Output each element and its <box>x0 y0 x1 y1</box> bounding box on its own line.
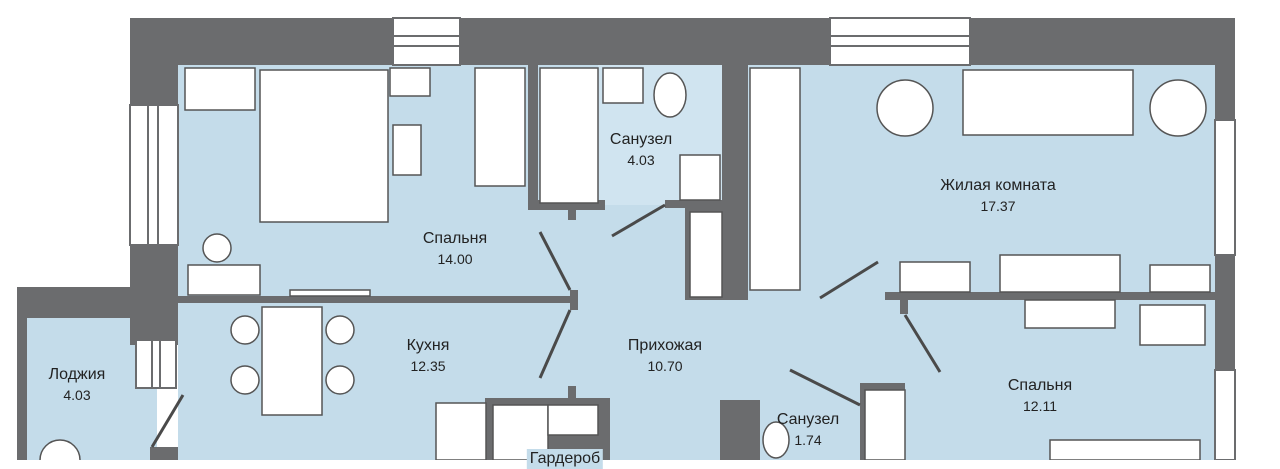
room-name: Санузел <box>776 411 840 428</box>
room-name: Прихожая <box>627 337 703 354</box>
bed <box>259 69 389 223</box>
room-name: Лоджия <box>48 366 106 383</box>
room-label-bedroom-2: Спальня 12.11 <box>1008 376 1072 416</box>
windows <box>129 17 1236 460</box>
room-area: 10.70 <box>647 358 683 374</box>
room-area: 4.03 <box>627 152 655 168</box>
wardrobe <box>474 67 526 187</box>
furniture <box>39 67 1211 460</box>
room-label-bedroom: Спальня 14.00 <box>423 229 487 269</box>
room-name: Кухня <box>406 337 450 354</box>
room-area: 1.74 <box>794 432 822 448</box>
room-name: Гардероб <box>529 450 601 467</box>
tv-stand <box>999 254 1121 293</box>
desk <box>184 67 256 111</box>
room-name: Санузел <box>609 131 673 148</box>
room-label-bathroom: Санузел 4.03 <box>610 130 672 170</box>
room-label-living-room: Жилая комната 17.37 <box>940 176 1056 216</box>
room-name: Спальня <box>1007 377 1073 394</box>
room-area: 4.03 <box>63 387 91 403</box>
room-label-hallway: Прихожая 10.70 <box>628 336 702 376</box>
sink <box>602 67 644 104</box>
room-name: Спальня <box>422 230 488 247</box>
toilet <box>653 72 687 118</box>
bathtub <box>539 67 599 204</box>
room-name: Жилая комната <box>940 177 1056 194</box>
room-label-wardrobe: Гардероб <box>526 449 604 469</box>
room-area: 12.11 <box>1022 398 1057 414</box>
sofa <box>962 69 1134 136</box>
kitchen-table <box>261 306 323 416</box>
doors <box>150 203 942 448</box>
room-area: 17.37 <box>980 198 1016 214</box>
room-area: 14.00 <box>437 251 473 267</box>
room-label-bathroom-2: Санузел 1.74 <box>777 410 839 450</box>
washbasin <box>762 421 790 459</box>
stove <box>435 402 487 460</box>
wardrobe <box>749 67 801 291</box>
room-area: 12.35 <box>410 358 446 374</box>
room-label-kitchen: Кухня 12.35 <box>407 336 450 376</box>
room-label-loggia: Лоджия 4.03 <box>49 365 106 405</box>
